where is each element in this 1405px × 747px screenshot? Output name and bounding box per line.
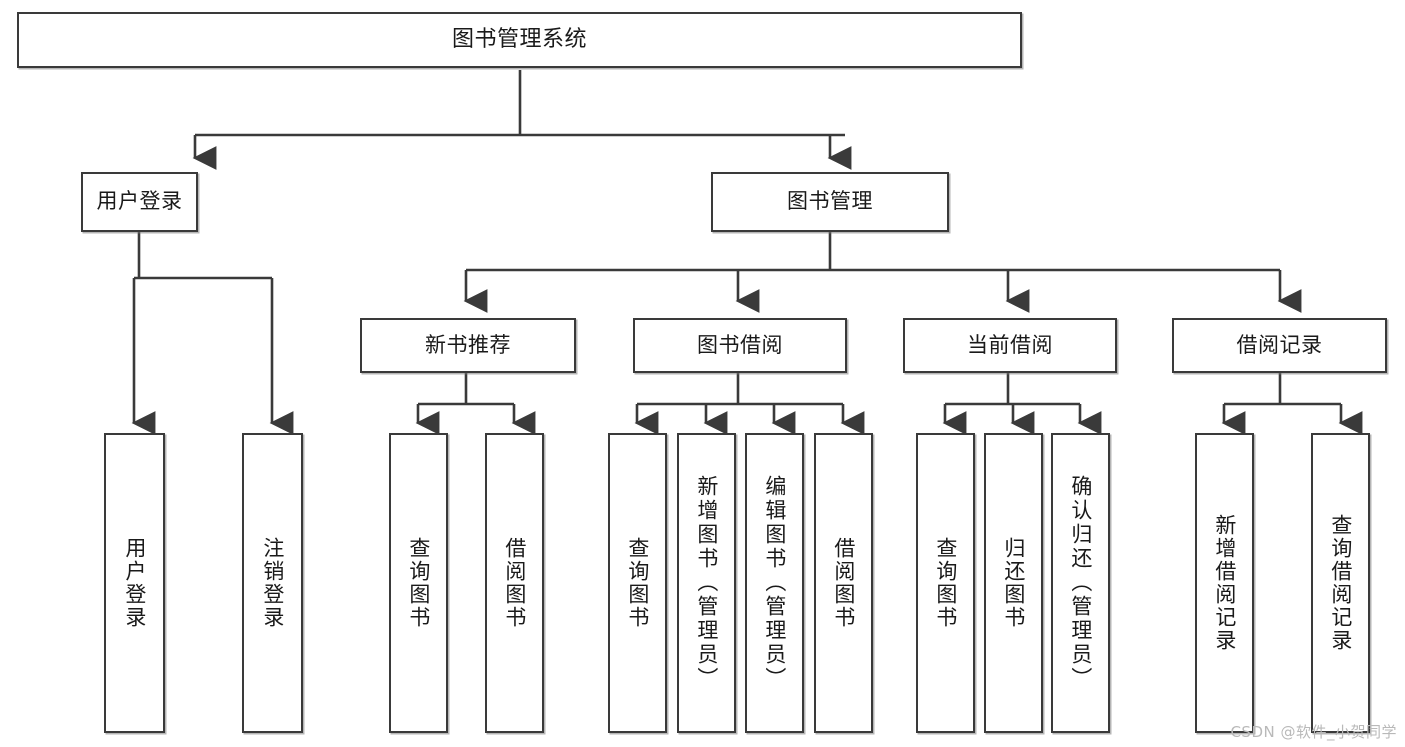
leaf-return-book-label: 归还图书 — [1001, 537, 1026, 629]
leaf-add-record[interactable]: 新增借阅记录 — [1195, 433, 1254, 733]
node-root-label: 图书管理系统 — [451, 26, 587, 52]
leaf-confirm-return-label: 确认归还（管理员） — [1068, 475, 1093, 691]
leaf-confirm-return[interactable]: 确认归还（管理员） — [1051, 433, 1110, 733]
node-new-book-recommend[interactable]: 新书推荐 — [360, 318, 576, 373]
leaf-return-book[interactable]: 归还图书 — [984, 433, 1043, 733]
leaf-query-record-label: 查询借阅记录 — [1328, 514, 1353, 652]
leaf-borrow-book-1-label: 借阅图书 — [502, 537, 527, 629]
node-book-management-label: 图书管理 — [787, 189, 873, 214]
node-user-login[interactable]: 用户登录 — [81, 172, 198, 232]
leaf-user-login-label: 用户登录 — [122, 537, 147, 629]
node-current-borrow-label: 当前借阅 — [967, 332, 1053, 357]
csdn-watermark: CSDN @软件_小贺同学 — [1230, 723, 1397, 741]
node-borrow-record[interactable]: 借阅记录 — [1172, 318, 1387, 373]
node-borrow-record-label: 借阅记录 — [1236, 332, 1323, 357]
leaf-borrow-book-1[interactable]: 借阅图书 — [485, 433, 544, 733]
node-user-login-label: 用户登录 — [96, 189, 183, 214]
node-new-book-recommend-label: 新书推荐 — [425, 332, 511, 357]
leaf-query-book-3-label: 查询图书 — [933, 537, 958, 629]
node-book-management[interactable]: 图书管理 — [711, 172, 949, 232]
leaf-add-book-label: 新增图书（管理员） — [694, 475, 719, 691]
leaf-query-book-1[interactable]: 查询图书 — [389, 433, 448, 733]
leaf-user-login[interactable]: 用户登录 — [104, 433, 165, 733]
leaf-query-book-3[interactable]: 查询图书 — [916, 433, 975, 733]
leaf-borrow-book-2-label: 借阅图书 — [831, 537, 856, 629]
node-book-borrow[interactable]: 图书借阅 — [633, 318, 847, 373]
leaf-query-record[interactable]: 查询借阅记录 — [1311, 433, 1370, 733]
leaf-logout-login-label: 注销登录 — [260, 537, 285, 629]
leaf-query-book-2-label: 查询图书 — [625, 537, 650, 629]
node-root[interactable]: 图书管理系统 — [17, 12, 1022, 68]
leaf-logout-login[interactable]: 注销登录 — [242, 433, 303, 733]
leaf-edit-book[interactable]: 编辑图书（管理员） — [745, 433, 804, 733]
node-book-borrow-label: 图书借阅 — [697, 332, 783, 357]
leaf-borrow-book-2[interactable]: 借阅图书 — [814, 433, 873, 733]
leaf-query-book-2[interactable]: 查询图书 — [608, 433, 667, 733]
leaf-add-record-label: 新增借阅记录 — [1212, 514, 1237, 652]
leaf-query-book-1-label: 查询图书 — [406, 537, 431, 629]
leaf-add-book[interactable]: 新增图书（管理员） — [677, 433, 736, 733]
node-current-borrow[interactable]: 当前借阅 — [903, 318, 1117, 373]
leaf-edit-book-label: 编辑图书（管理员） — [762, 475, 787, 691]
